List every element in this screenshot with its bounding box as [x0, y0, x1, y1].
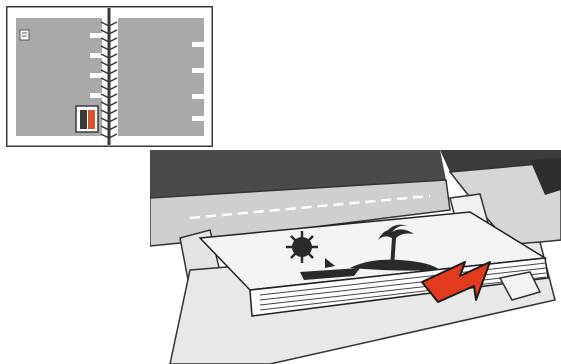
last-page-marker — [76, 106, 98, 132]
right-page — [118, 18, 204, 136]
printer-paper-loading-illustration — [150, 150, 561, 364]
page-number-icon — [20, 30, 29, 40]
booklet-layout-diagram — [6, 6, 213, 147]
